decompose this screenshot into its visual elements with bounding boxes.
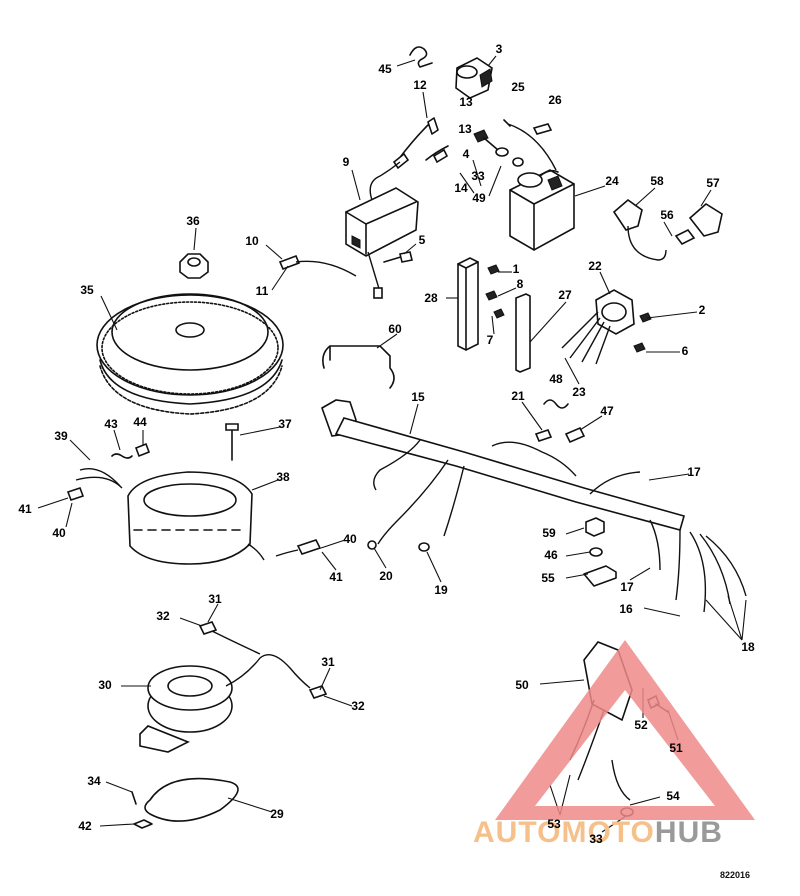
part-label-10: 10 <box>245 234 259 248</box>
part-label-7: 7 <box>487 333 494 347</box>
part-label-36: 36 <box>186 214 200 228</box>
watermark-text-hub: HUB <box>655 816 723 849</box>
part-label-6: 6 <box>682 344 689 358</box>
part-label-19: 19 <box>434 583 448 597</box>
part-label-20: 20 <box>379 569 393 583</box>
part-label-21: 21 <box>511 389 525 403</box>
part-label-18: 18 <box>741 640 755 654</box>
part-label-44: 44 <box>133 415 147 429</box>
part-label-58: 58 <box>650 174 664 188</box>
part-label-8: 8 <box>517 277 524 291</box>
drawing-code: 822016 <box>720 870 750 880</box>
part-label-29: 29 <box>270 807 284 821</box>
part-label-30: 30 <box>98 678 112 692</box>
leader-lines <box>37 55 747 833</box>
part-9-power-pack <box>345 161 419 299</box>
part-label-53: 53 <box>547 817 561 831</box>
part-label-34: 34 <box>87 774 101 788</box>
part-label-17: 17 <box>620 580 634 594</box>
part-label-46: 46 <box>544 548 558 562</box>
part-22-rectifier <box>561 289 635 365</box>
part-label-11: 11 <box>256 284 269 298</box>
part-38-stator <box>127 471 265 565</box>
part-label-56: 56 <box>660 208 674 222</box>
part-label-48: 48 <box>549 372 563 386</box>
part-label-33: 33 <box>471 169 485 183</box>
part-label-41: 41 <box>18 502 32 516</box>
part-label-39: 39 <box>54 429 68 443</box>
watermark-text-moto: MOTO <box>561 816 654 849</box>
part-label-13: 13 <box>459 95 473 109</box>
part-label-55: 55 <box>541 571 555 585</box>
part-label-32: 32 <box>156 609 170 623</box>
part-label-57: 57 <box>706 176 720 190</box>
part-label-40: 40 <box>52 526 66 540</box>
watermark-text-auto: AUTO <box>473 816 561 849</box>
watermark: AUTOMOTOHUB <box>473 640 755 849</box>
part-label-17: 17 <box>687 465 701 479</box>
part-label-50: 50 <box>515 678 529 692</box>
part-label-43: 43 <box>104 417 118 431</box>
part-label-9: 9 <box>343 155 350 169</box>
part-label-32: 32 <box>351 699 365 713</box>
part-label-13: 13 <box>458 122 472 136</box>
part-label-14: 14 <box>454 181 468 195</box>
part-label-4: 4 <box>463 147 470 161</box>
part-label-49: 49 <box>472 191 486 205</box>
part-label-1: 1 <box>513 262 520 276</box>
part-label-33: 33 <box>589 832 603 846</box>
part-label-23: 23 <box>572 385 586 399</box>
part-label-45: 45 <box>378 62 392 76</box>
part-label-5: 5 <box>419 233 426 247</box>
part-label-38: 38 <box>276 470 290 484</box>
part-label-51: 51 <box>669 741 683 755</box>
part-label-24: 24 <box>605 174 619 188</box>
part-label-54: 54 <box>666 789 680 803</box>
part-label-60: 60 <box>388 322 402 336</box>
part-label-28: 28 <box>424 291 438 305</box>
part-24-coil <box>509 169 575 251</box>
part-label-37: 37 <box>278 417 292 431</box>
part-label-52: 52 <box>634 718 648 732</box>
part-label-35: 35 <box>80 283 94 297</box>
part-label-25: 25 <box>511 80 525 94</box>
part-label-40: 40 <box>343 532 357 546</box>
part-label-47: 47 <box>600 404 614 418</box>
watermark-triangle <box>495 640 755 820</box>
part-36-nut <box>179 253 209 279</box>
svg-text:AUTOMOTOHUB: AUTOMOTOHUB <box>473 816 723 849</box>
part-28-terminal-block <box>457 257 479 351</box>
part-label-16: 16 <box>619 602 633 616</box>
part-3-cap <box>455 57 493 99</box>
part-label-15: 15 <box>411 390 425 404</box>
parts-drawing <box>66 46 747 829</box>
part-label-31: 31 <box>321 655 335 669</box>
part-label-27: 27 <box>558 288 572 302</box>
part-label-2: 2 <box>699 303 706 317</box>
part-label-59: 59 <box>542 526 556 540</box>
part-label-22: 22 <box>588 259 602 273</box>
part-label-31: 31 <box>208 592 222 606</box>
part-label-3: 3 <box>496 42 503 56</box>
part-35-flywheel <box>96 293 284 415</box>
part-label-26: 26 <box>548 93 562 107</box>
part-30-sensor <box>139 621 328 753</box>
part-15-harness <box>321 399 747 613</box>
part-label-42: 42 <box>78 819 92 833</box>
part-label-41: 41 <box>329 570 343 584</box>
part-label-12: 12 <box>413 78 427 92</box>
